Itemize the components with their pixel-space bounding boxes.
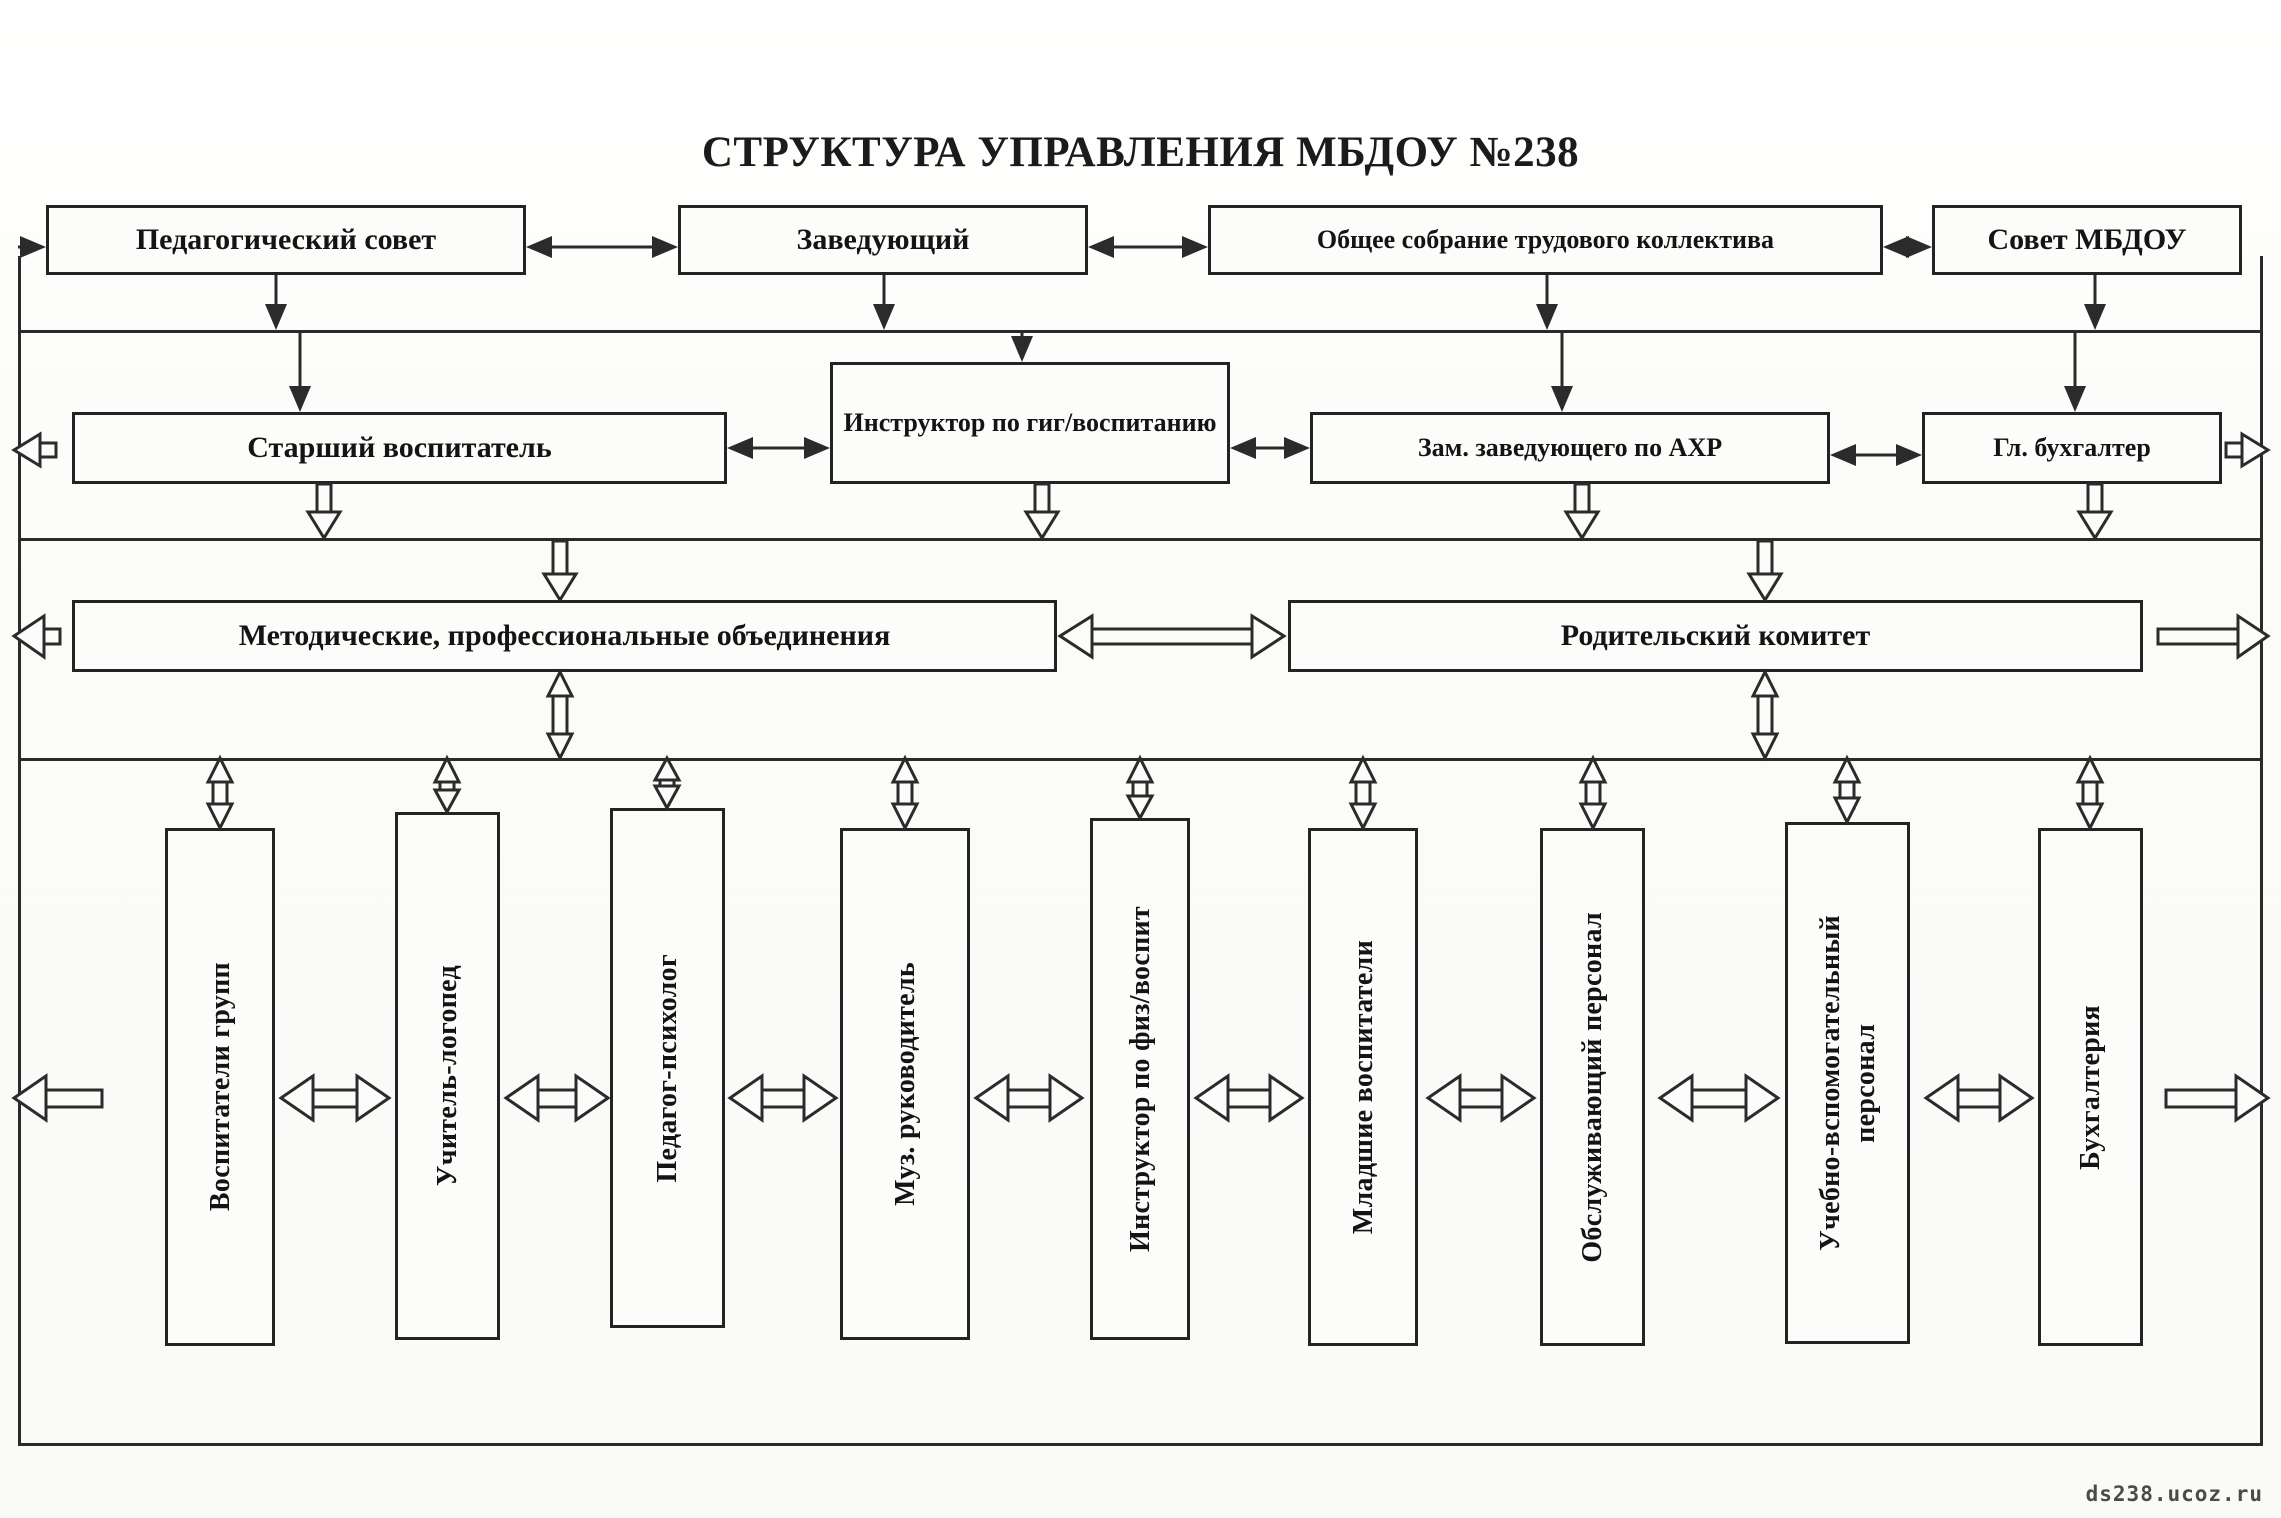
box-label: Зам. заведующего по АХР bbox=[1417, 432, 1723, 462]
box-label: Совет МБДОУ bbox=[1987, 223, 2187, 257]
box-label: Общее собрание трудового коллектива bbox=[1316, 224, 1775, 254]
box-label: Инструктор по гиг/воспитанию bbox=[843, 407, 1217, 437]
site-watermark: ds238.ucoz.ru bbox=[2085, 1482, 2263, 1506]
box-psychologist[interactable]: Педагог-психолог bbox=[610, 808, 725, 1328]
box-general-staff-meeting[interactable]: Общее собрание трудового коллектива bbox=[1208, 205, 1883, 275]
box-label: Педагогический совет bbox=[135, 223, 437, 257]
box-teaching-support-personnel[interactable]: Учебно-вспомогательный персонал bbox=[1785, 822, 1910, 1344]
box-chief-accountant[interactable]: Гл. бухгалтер bbox=[1922, 412, 2222, 484]
frame-left-rail bbox=[18, 256, 21, 1446]
box-physical-instructor[interactable]: Инструктор по физ/воспит bbox=[1090, 818, 1190, 1340]
page-title: СТРУКТУРА УПРАВЛЕНИЯ МБДОУ №238 bbox=[701, 129, 1580, 176]
box-label: Гл. бухгалтер bbox=[1993, 432, 2151, 462]
box-pedagogical-council[interactable]: Педагогический совет bbox=[46, 205, 526, 275]
separator-line-level2 bbox=[18, 538, 2263, 541]
frame-right-rail bbox=[2260, 256, 2263, 1446]
separator-line-level1 bbox=[18, 330, 2263, 333]
box-music-director[interactable]: Муз. руководитель bbox=[840, 828, 970, 1340]
box-label: Родительский комитет bbox=[1560, 619, 1871, 653]
box-accounting-department[interactable]: Бухгалтерия bbox=[2038, 828, 2143, 1346]
box-speech-therapist[interactable]: Учитель-логопед bbox=[395, 812, 500, 1340]
box-deputy-head-ahr[interactable]: Зам. заведующего по АХР bbox=[1310, 412, 1830, 484]
frame-bottom-rail bbox=[18, 1443, 2263, 1446]
box-label: Воспитатели групп bbox=[204, 962, 236, 1212]
box-methodical-associations[interactable]: Методические, профессиональные объединен… bbox=[72, 600, 1057, 672]
box-hygiene-instructor[interactable]: Инструктор по гиг/воспитанию bbox=[830, 362, 1230, 484]
box-label: Старший воспитатель bbox=[247, 431, 552, 465]
box-label: Бухгалтерия bbox=[2075, 1004, 2106, 1170]
box-label: Муз. руководитель bbox=[889, 962, 921, 1206]
box-service-personnel[interactable]: Обслуживающий персонал bbox=[1540, 828, 1645, 1346]
box-junior-educators[interactable]: Младшие воспитатели bbox=[1308, 828, 1418, 1346]
box-head-manager[interactable]: Заведующий bbox=[678, 205, 1088, 275]
box-label: Учитель-логопед bbox=[432, 965, 463, 1187]
box-senior-educator[interactable]: Старший воспитатель bbox=[72, 412, 727, 484]
box-mbdou-council[interactable]: Совет МБДОУ bbox=[1932, 205, 2242, 275]
box-label: Педагог-психолог bbox=[652, 953, 683, 1183]
box-parents-committee[interactable]: Родительский комитет bbox=[1288, 600, 2143, 672]
box-label: Заведующий bbox=[796, 223, 970, 257]
box-label: Методические, профессиональные объединен… bbox=[238, 619, 891, 653]
box-label: Инструктор по физ/воспит bbox=[1124, 906, 1156, 1252]
separator-line-level3 bbox=[18, 758, 2263, 761]
box-label: Учебно-вспомогательный персонал bbox=[1814, 915, 1881, 1251]
box-label: Обслуживающий персонал bbox=[1577, 911, 1608, 1263]
box-label: Младшие воспитатели bbox=[1347, 939, 1379, 1235]
box-group-educators[interactable]: Воспитатели групп bbox=[165, 828, 275, 1346]
